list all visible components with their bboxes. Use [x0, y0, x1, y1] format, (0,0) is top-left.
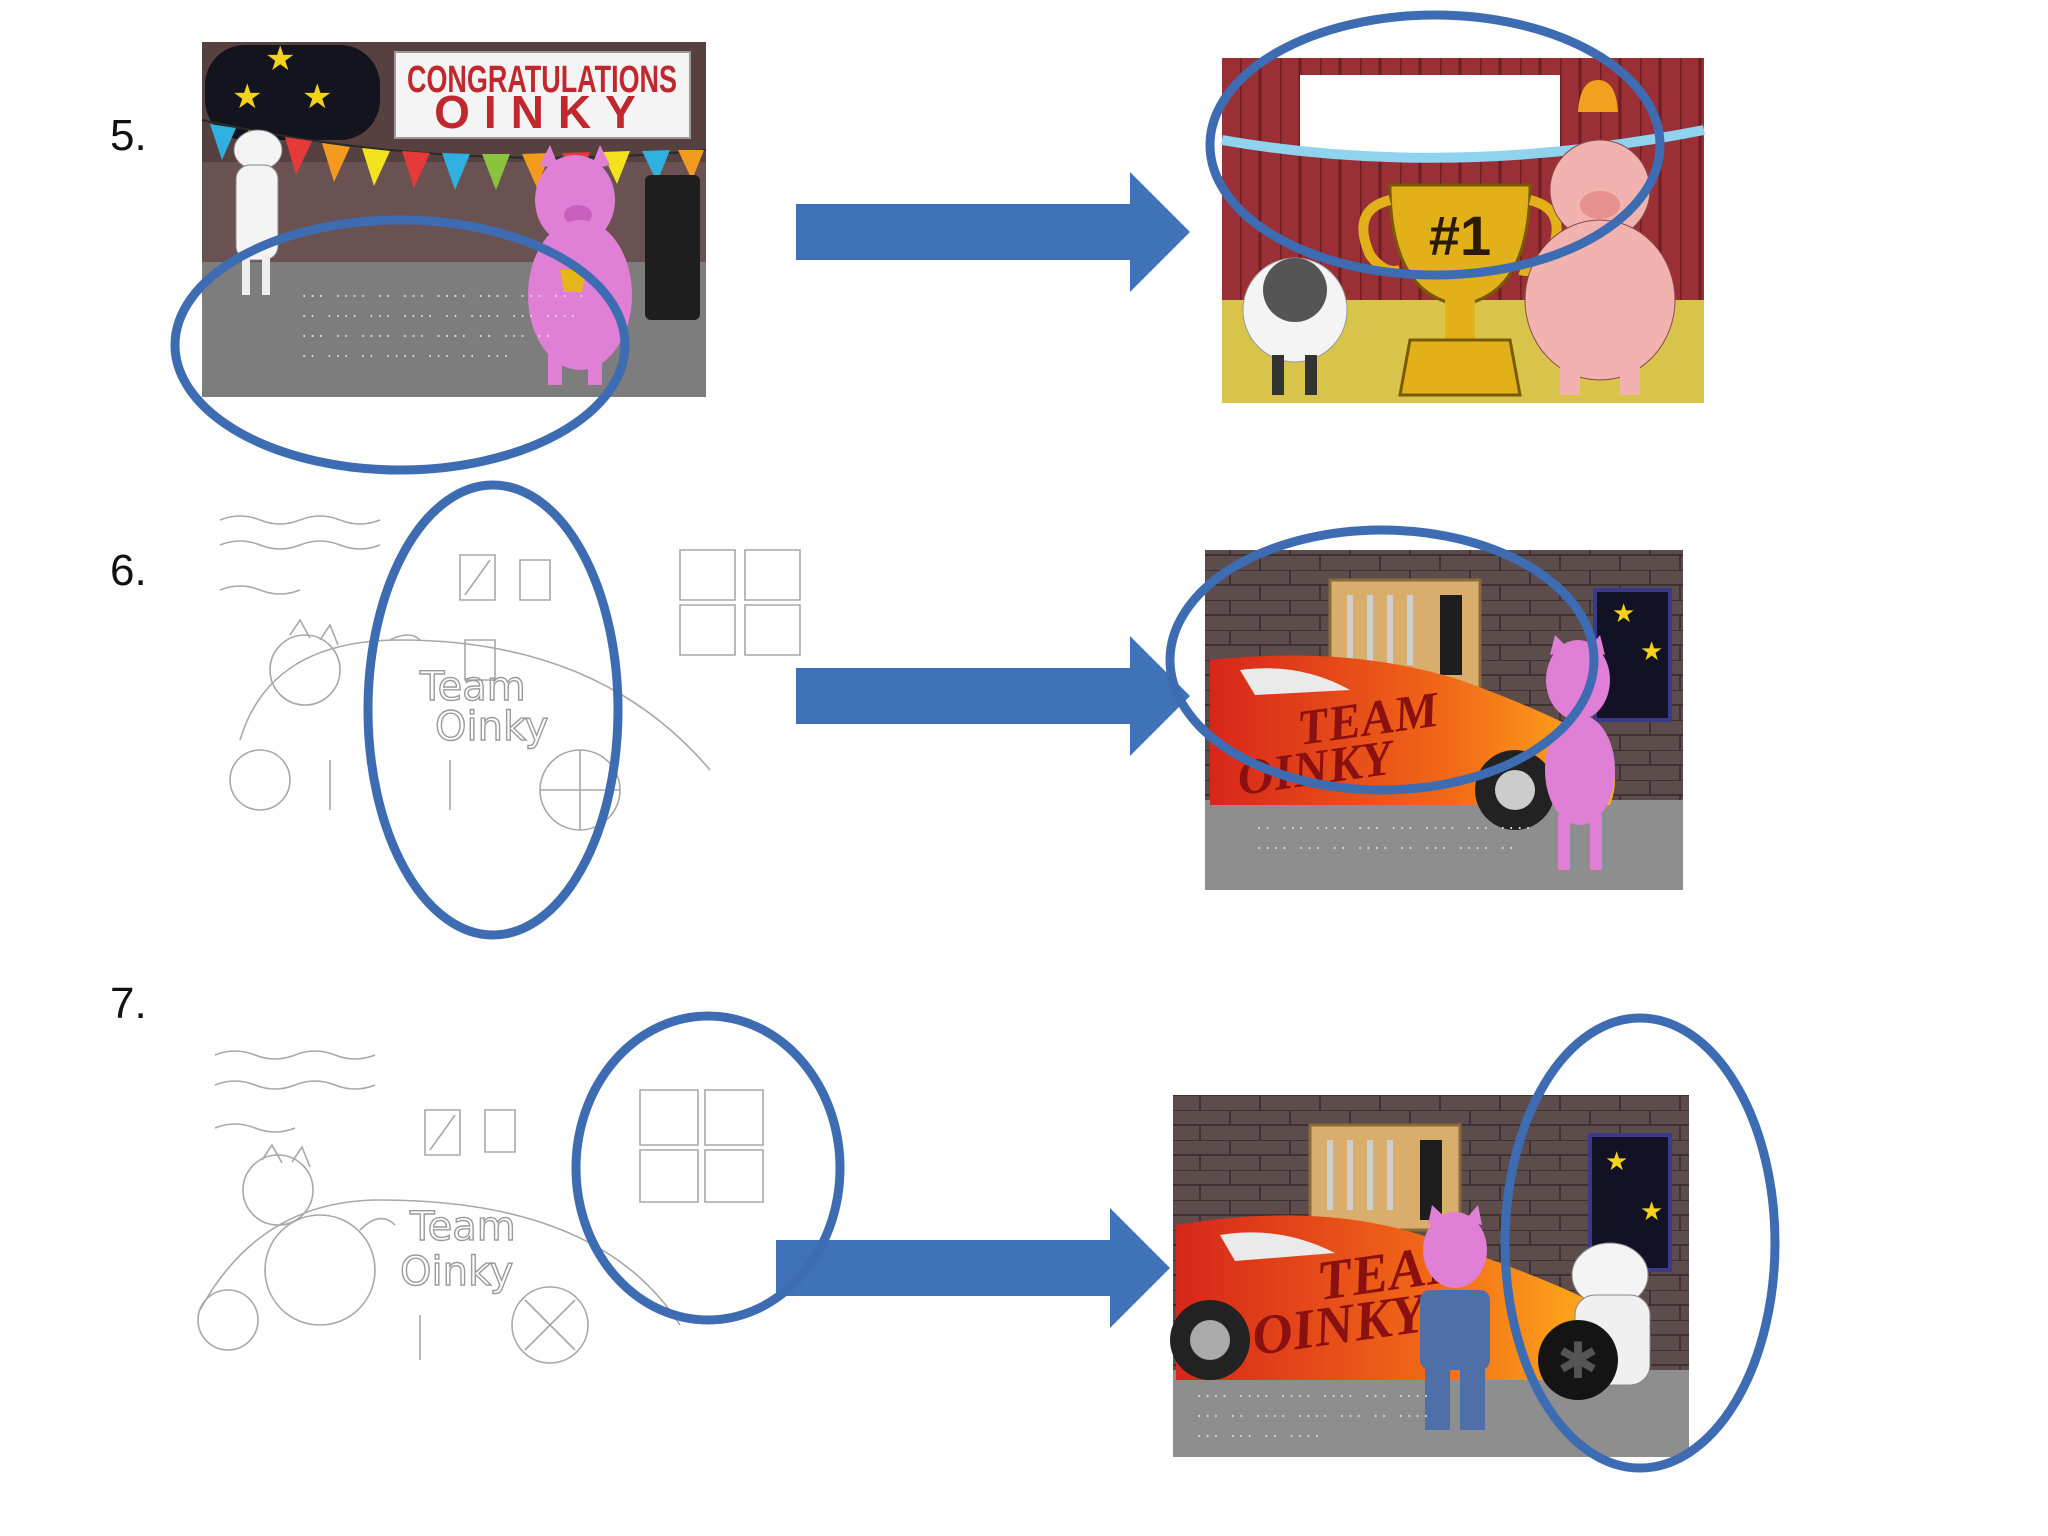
sketch-text-team: Team — [419, 664, 526, 710]
faint-caption-line: ··· ··· ·· ···· — [1195, 1429, 1321, 1445]
highlight-ellipse-banner — [1205, 10, 1665, 280]
faint-caption-line: ·· ··· ·· ···· ··· ·· ··· — [300, 349, 510, 365]
row-number-6: 6. — [110, 546, 147, 595]
faint-caption-line: ··· ·· ···· ···· ··· ·· ···· — [1195, 1409, 1430, 1425]
transition-arrow-7 — [776, 1208, 1170, 1328]
faint-caption-line: ···· ··· ·· ···· ·· ··· ···· ·· — [1255, 841, 1515, 857]
pig-mechanic-character — [1420, 1205, 1490, 1430]
star-icon: ★ — [1612, 598, 1635, 628]
bunting-flags — [210, 124, 704, 190]
row6-left-sketch — [219, 515, 801, 831]
star-icon: ★ — [1640, 1196, 1663, 1226]
highlight-ellipse-sketch-text — [363, 480, 623, 940]
row5-right-scene: #1 — [1221, 58, 1705, 403]
row7-left-sketch — [197, 1050, 764, 1364]
tool-icon — [1440, 595, 1462, 675]
faint-caption-line: ···· ···· ···· ···· ··· ···· — [1195, 1389, 1430, 1405]
highlight-ellipse-sheep — [1500, 1013, 1780, 1473]
row6-right-scene: ★ ★ TEAM OINKY ·· ··· ···· ··· ··· ···· … — [1205, 550, 1683, 890]
transition-arrow-5 — [796, 172, 1190, 292]
sketch-text-oinky: Oinky — [435, 704, 548, 750]
bell-icon — [1578, 80, 1618, 112]
row7-right-scene: ★ ★ TEAM OINKY ✱ ···· ···· ···· ···· · — [1170, 1095, 1689, 1457]
banner-line-2: OINKY — [434, 86, 650, 138]
row-number-7: 7. — [110, 979, 147, 1028]
banner-line-1: CONGRATULATIONS — [407, 59, 677, 101]
row-number-5: 5. — [110, 111, 147, 160]
star-icon: ★ — [232, 78, 262, 116]
highlight-ellipse-caption — [170, 215, 630, 475]
race-car: TEAM OINKY — [1210, 655, 1615, 830]
sketch-text-oinky: Oinky — [400, 1249, 513, 1295]
cartoon-pig-character — [1524, 139, 1676, 395]
goat-character — [233, 129, 283, 295]
tool-icon — [1420, 1140, 1442, 1220]
blank-banner — [1300, 75, 1560, 155]
tire-icon — [1538, 1320, 1618, 1400]
congratulations-banner: CONGRATULATIONS OINKY — [394, 51, 691, 139]
sheep-character — [1242, 257, 1348, 395]
faint-caption-line: ··· ···· ·· ··· ···· ···· ··· ·· · — [300, 289, 586, 305]
podium — [645, 175, 700, 320]
night-window — [205, 45, 380, 140]
faint-caption-line: ·· ···· ··· ···· ·· ···· ··· ···· — [300, 309, 577, 325]
race-car: TEAM OINKY — [1170, 1215, 1611, 1380]
trophy-label: #1 — [1429, 204, 1491, 267]
highlight-ellipse-car-logo — [1165, 525, 1599, 795]
star-icon: ★ — [265, 40, 295, 78]
star-icon: ★ — [302, 78, 332, 116]
sketch-text-team: Team — [409, 1204, 516, 1250]
faint-caption-line: ·· ··· ···· ··· ··· ···· ··· ···· — [1255, 821, 1532, 837]
highlight-ellipse-window-sketch — [571, 1011, 845, 1325]
night-door — [1593, 588, 1672, 722]
star-icon: ★ — [1605, 1146, 1628, 1176]
sheep-mechanic-character: ✱ — [1538, 1242, 1651, 1400]
row5-left-scene: ★ ★ ★ CONGRATULATIONS OINKY — [201, 40, 707, 397]
transition-arrow-6 — [796, 636, 1190, 756]
star-icon: ★ — [1640, 636, 1663, 666]
faint-caption-line: ··· ·· ···· ··· ···· ·· ··· ·· — [300, 329, 552, 345]
wheel-star-icon: ✱ — [1557, 1333, 1599, 1389]
